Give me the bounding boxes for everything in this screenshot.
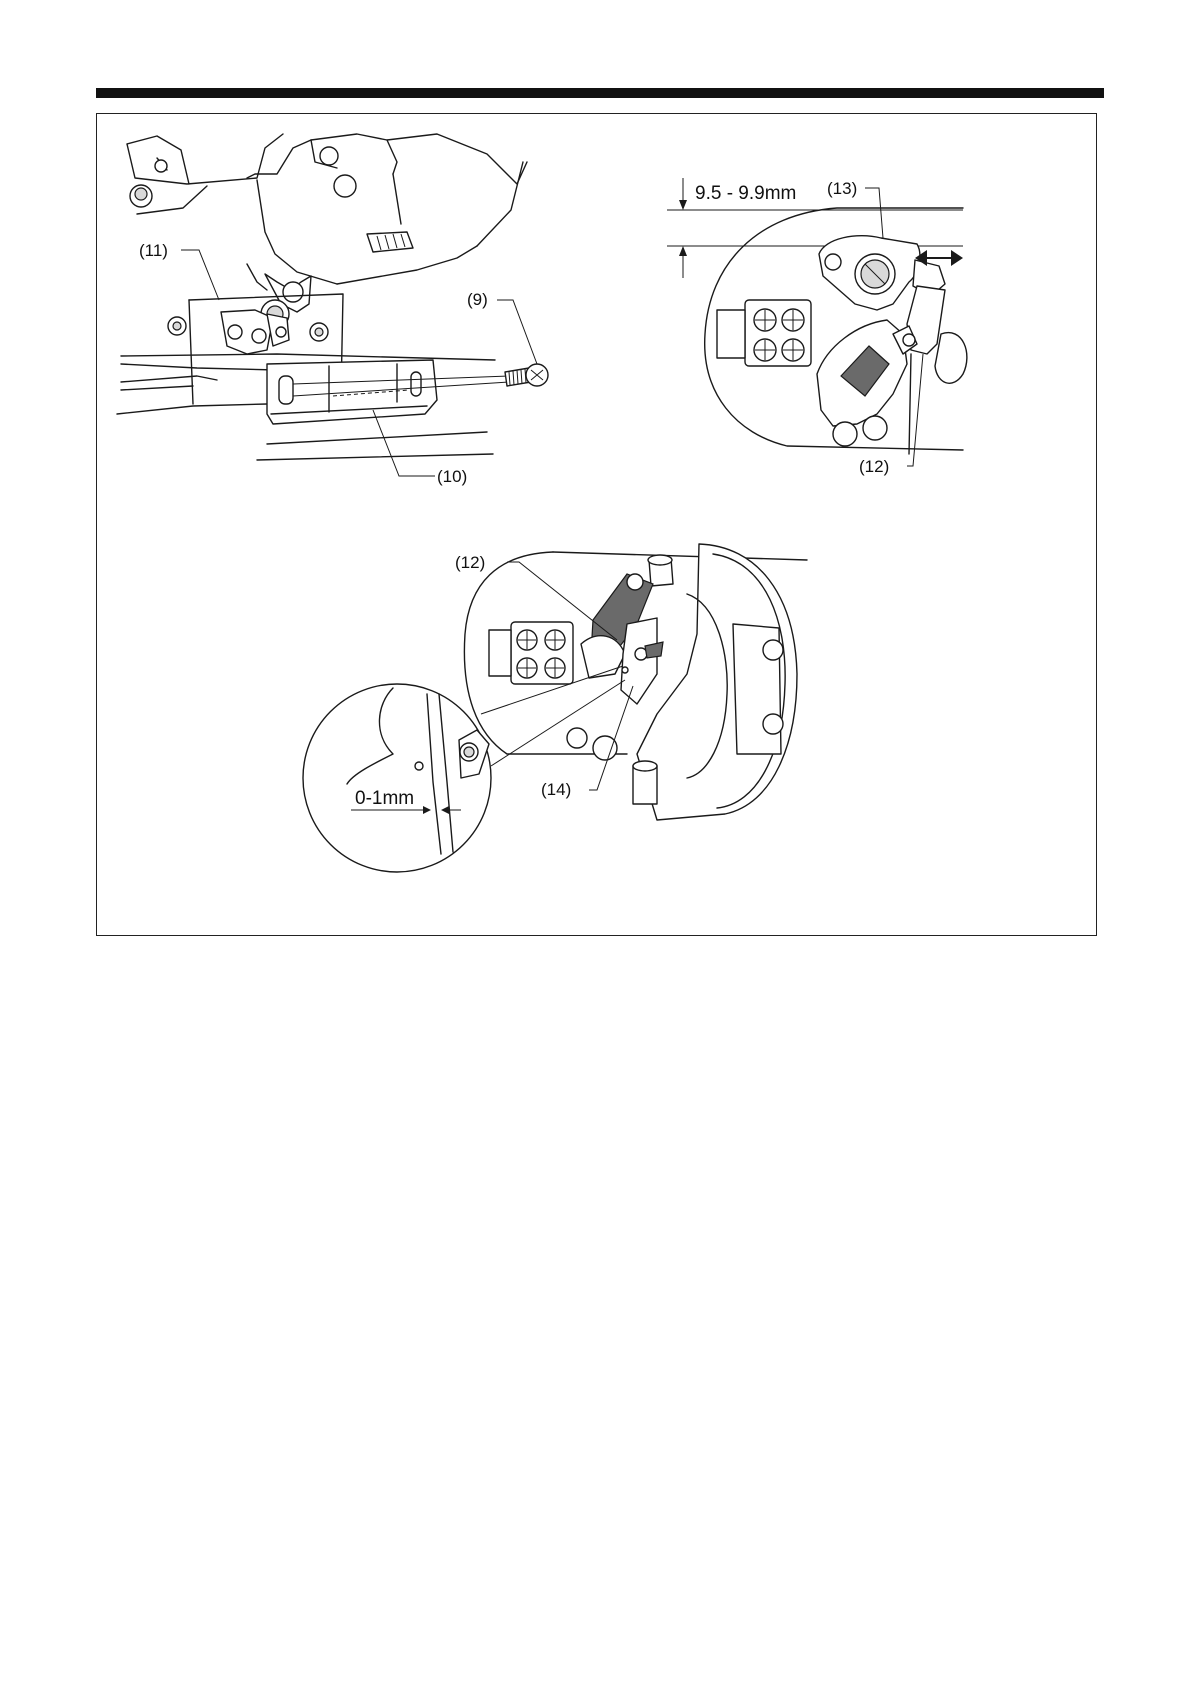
callout-10: (10) — [437, 467, 467, 486]
figure-frame: (11) (9) (10) — [96, 113, 1097, 936]
illustration-top-right — [667, 178, 967, 466]
callout-12-top: (12) — [859, 457, 889, 476]
illustration-bottom — [303, 544, 807, 872]
callout-13: (13) — [827, 179, 857, 198]
callout-14: (14) — [541, 780, 571, 799]
dimension-clearance-label: 0-1mm — [355, 788, 414, 809]
callout-9: (9) — [467, 290, 488, 309]
callout-12-bottom: (12) — [455, 553, 485, 572]
header-rule — [96, 88, 1104, 98]
dimension-gap-label: 9.5 - 9.9mm — [695, 183, 796, 204]
callout-11: (11) — [139, 241, 168, 260]
